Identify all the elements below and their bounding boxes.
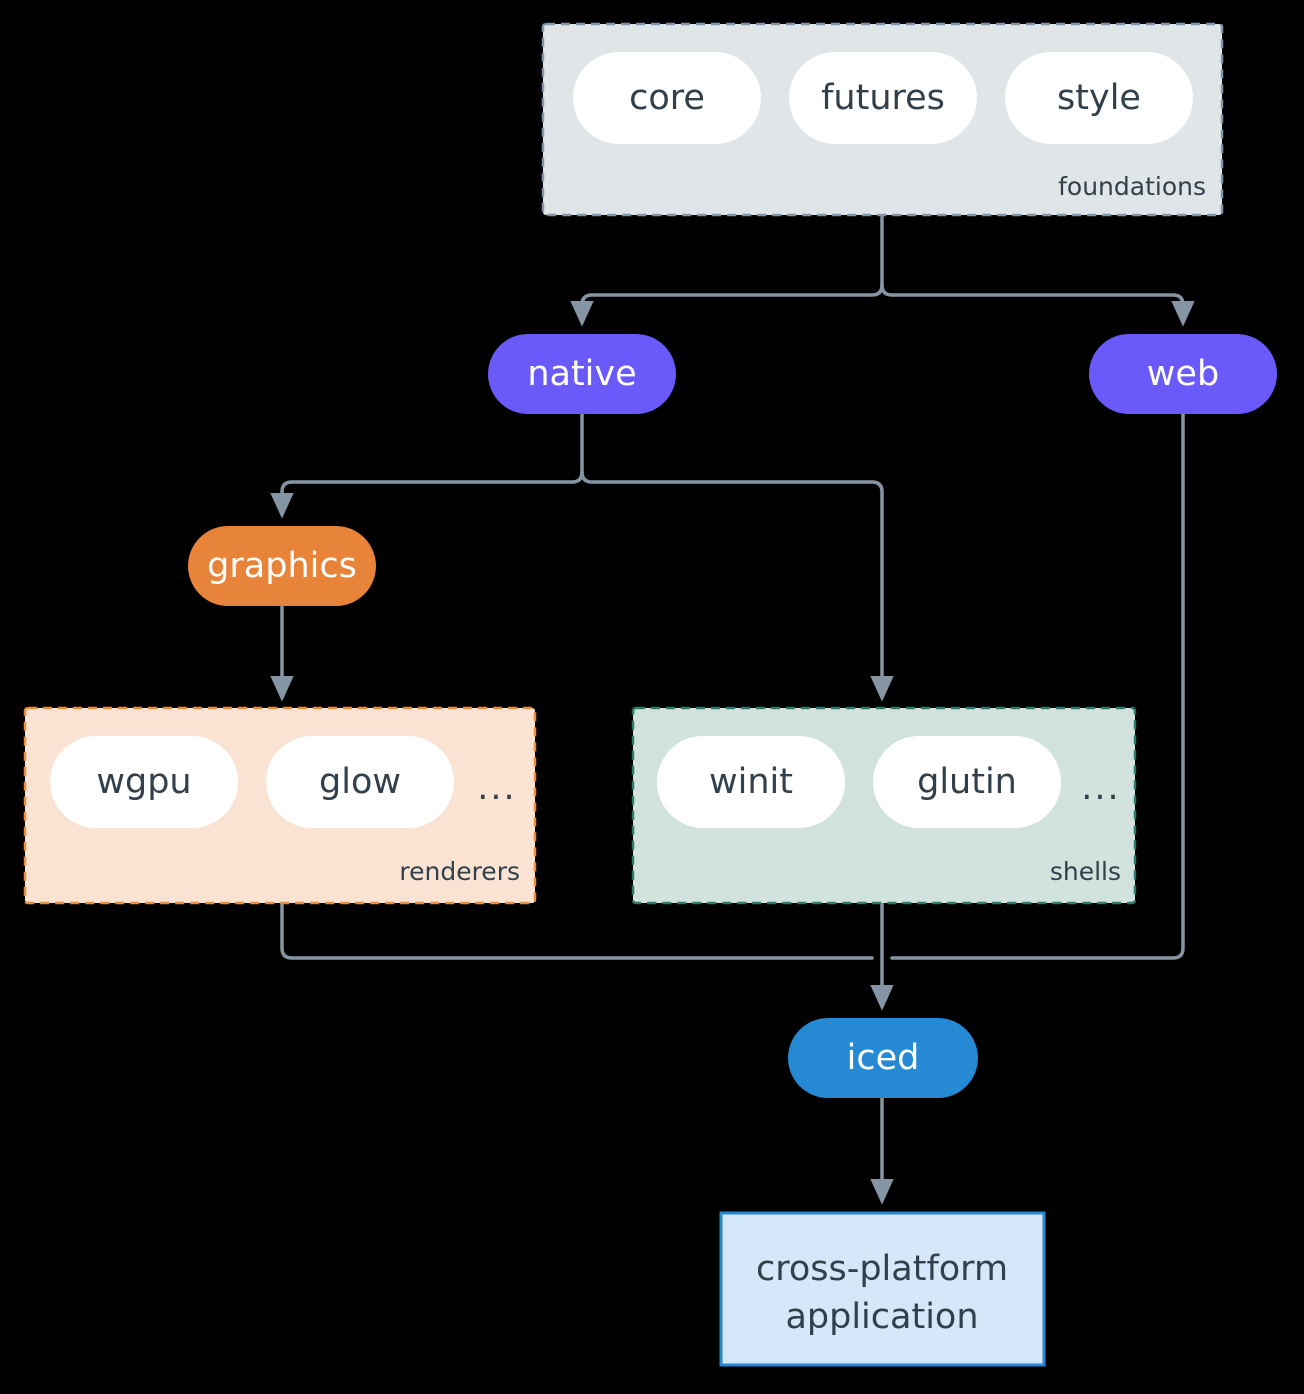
node-native[interactable]: native: [488, 334, 676, 414]
edge-native-to-graphics: [270, 470, 584, 519]
node-web-shape: [1089, 334, 1277, 414]
leaf-node-glutin-label: glutin: [917, 762, 1017, 802]
leaf-node-core[interactable]: core: [573, 52, 761, 144]
leaf-node-style-shape: [1005, 52, 1193, 144]
leaf-node-winit[interactable]: winit: [657, 736, 845, 828]
node-application-label-line2: application: [785, 1297, 978, 1337]
leaf-node-core-label: core: [629, 78, 705, 118]
leaf-node-wgpu-shape: [50, 736, 238, 828]
node-graphics-label: graphics: [207, 546, 357, 586]
leaf-node-core-shape: [573, 52, 761, 144]
shells-ellipsis: ...: [1081, 768, 1120, 808]
node-iced-shape: [788, 1018, 978, 1098]
cluster-renderers: wgpu glow ... renderers: [23, 706, 537, 905]
leaf-node-style[interactable]: style: [1005, 52, 1193, 144]
node-application-label-line1: cross-platform: [756, 1249, 1008, 1289]
leaf-node-wgpu-label: wgpu: [96, 762, 191, 802]
cluster-renderers-label: renderers: [399, 857, 520, 886]
node-iced-label: iced: [847, 1038, 920, 1078]
leaf-node-glow-label: glow: [319, 762, 401, 802]
leaf-node-style-label: style: [1057, 78, 1141, 118]
leaf-node-wgpu[interactable]: wgpu: [50, 736, 238, 828]
node-iced[interactable]: iced: [788, 1018, 978, 1098]
node-native-label: native: [527, 354, 636, 394]
edge-web-to-iced: [890, 412, 1185, 960]
node-native-shape: [488, 334, 676, 414]
cluster-shells: winit glutin ... shells: [631, 706, 1137, 905]
leaf-node-futures-shape: [789, 52, 977, 144]
leaf-node-winit-shape: [657, 736, 845, 828]
node-web[interactable]: web: [1089, 334, 1277, 414]
edge-layer: [270, 215, 1195, 1205]
node-web-label: web: [1147, 354, 1219, 394]
node-application[interactable]: cross-platform application: [719, 1211, 1046, 1367]
edge-foundations-to-native: [570, 283, 884, 327]
cluster-foundations-label: foundations: [1058, 172, 1206, 201]
leaf-node-futures[interactable]: futures: [789, 52, 977, 144]
leaf-node-glutin-shape: [873, 736, 1061, 828]
leaf-node-glow-shape: [266, 736, 454, 828]
leaf-node-glow[interactable]: glow: [266, 736, 454, 828]
edge-foundations-to-web: [880, 283, 1195, 327]
leaf-node-futures-label: futures: [821, 78, 945, 118]
edge-renderers-to-iced: [280, 903, 874, 960]
cluster-shells-label: shells: [1050, 857, 1121, 886]
leaf-node-glutin[interactable]: glutin: [873, 736, 1061, 828]
node-graphics-shape: [188, 526, 376, 606]
renderers-ellipsis: ...: [477, 768, 516, 808]
cluster-foundations: core futures style foundations: [541, 22, 1224, 217]
node-application-shape: [719, 1211, 1046, 1367]
leaf-node-winit-label: winit: [709, 762, 793, 802]
edge-native-to-shells: [580, 470, 894, 702]
node-graphics[interactable]: graphics: [188, 526, 376, 606]
